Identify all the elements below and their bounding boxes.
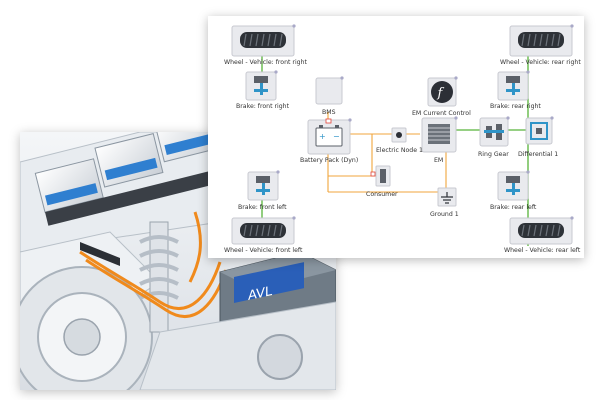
avl-badge-text: AVL — [248, 284, 273, 304]
node-battery-pack[interactable]: + − Battery Pack (Dyn) — [300, 118, 358, 164]
node-differential[interactable]: Differential 1 — [518, 116, 558, 158]
label-bms: BMS — [322, 109, 336, 116]
minus-icon: − — [333, 132, 340, 141]
node-electric-node-1[interactable]: Electric Node 1 — [376, 127, 423, 154]
node-em-current-control[interactable]: f EM Current Control — [412, 76, 471, 117]
node-wheel-rear-left[interactable]: Wheel - Vehicle: rear left — [504, 216, 581, 254]
node-brake-front-right[interactable]: Brake: front right — [236, 70, 290, 110]
node-em[interactable]: EM — [421, 116, 458, 164]
label-ring-gear: Ring Gear — [478, 151, 509, 158]
node-wheel-front-left[interactable]: Wheel - Vehicle: front left — [224, 216, 303, 254]
label-brake-front-right: Brake: front right — [236, 103, 290, 110]
node-consumer[interactable]: Consumer — [366, 165, 398, 198]
label-brake-rear-left: Brake: rear left — [490, 204, 537, 211]
label-battery-pack: Battery Pack (Dyn) — [300, 157, 358, 164]
label-wheel-rear-right: Wheel - Vehicle: rear right — [500, 59, 581, 66]
label-em-current-control: EM Current Control — [412, 110, 471, 117]
label-wheel-front-right: Wheel - Vehicle: front right — [224, 59, 308, 66]
label-brake-rear-right: Brake: rear right — [490, 103, 541, 110]
node-bms[interactable]: BMS — [315, 76, 344, 116]
plus-icon: + — [319, 132, 326, 141]
node-brake-rear-left[interactable]: Brake: rear left — [490, 170, 537, 211]
label-electric-node-1: Electric Node 1 — [376, 147, 423, 154]
label-wheel-front-left: Wheel - Vehicle: front left — [224, 247, 303, 254]
node-wheel-rear-right[interactable]: Wheel - Vehicle: rear right — [500, 24, 581, 66]
node-brake-rear-right[interactable]: Brake: rear right — [490, 70, 541, 110]
label-differential: Differential 1 — [518, 151, 558, 158]
label-wheel-rear-left: Wheel - Vehicle: rear left — [504, 247, 581, 254]
model-diagram-canvas[interactable]: Wheel - Vehicle: front right Brake: fron… — [208, 16, 584, 258]
label-em: EM — [434, 157, 443, 164]
node-brake-front-left[interactable]: Brake: front left — [238, 170, 287, 211]
label-ground: Ground 1 — [430, 211, 459, 218]
label-brake-front-left: Brake: front left — [238, 204, 287, 211]
node-ground[interactable]: Ground 1 — [430, 187, 459, 218]
node-wheel-front-right[interactable]: Wheel - Vehicle: front right — [224, 24, 308, 66]
node-ring-gear[interactable]: Ring Gear — [478, 116, 510, 158]
label-consumer: Consumer — [366, 191, 398, 198]
function-icon: f — [437, 86, 445, 101]
